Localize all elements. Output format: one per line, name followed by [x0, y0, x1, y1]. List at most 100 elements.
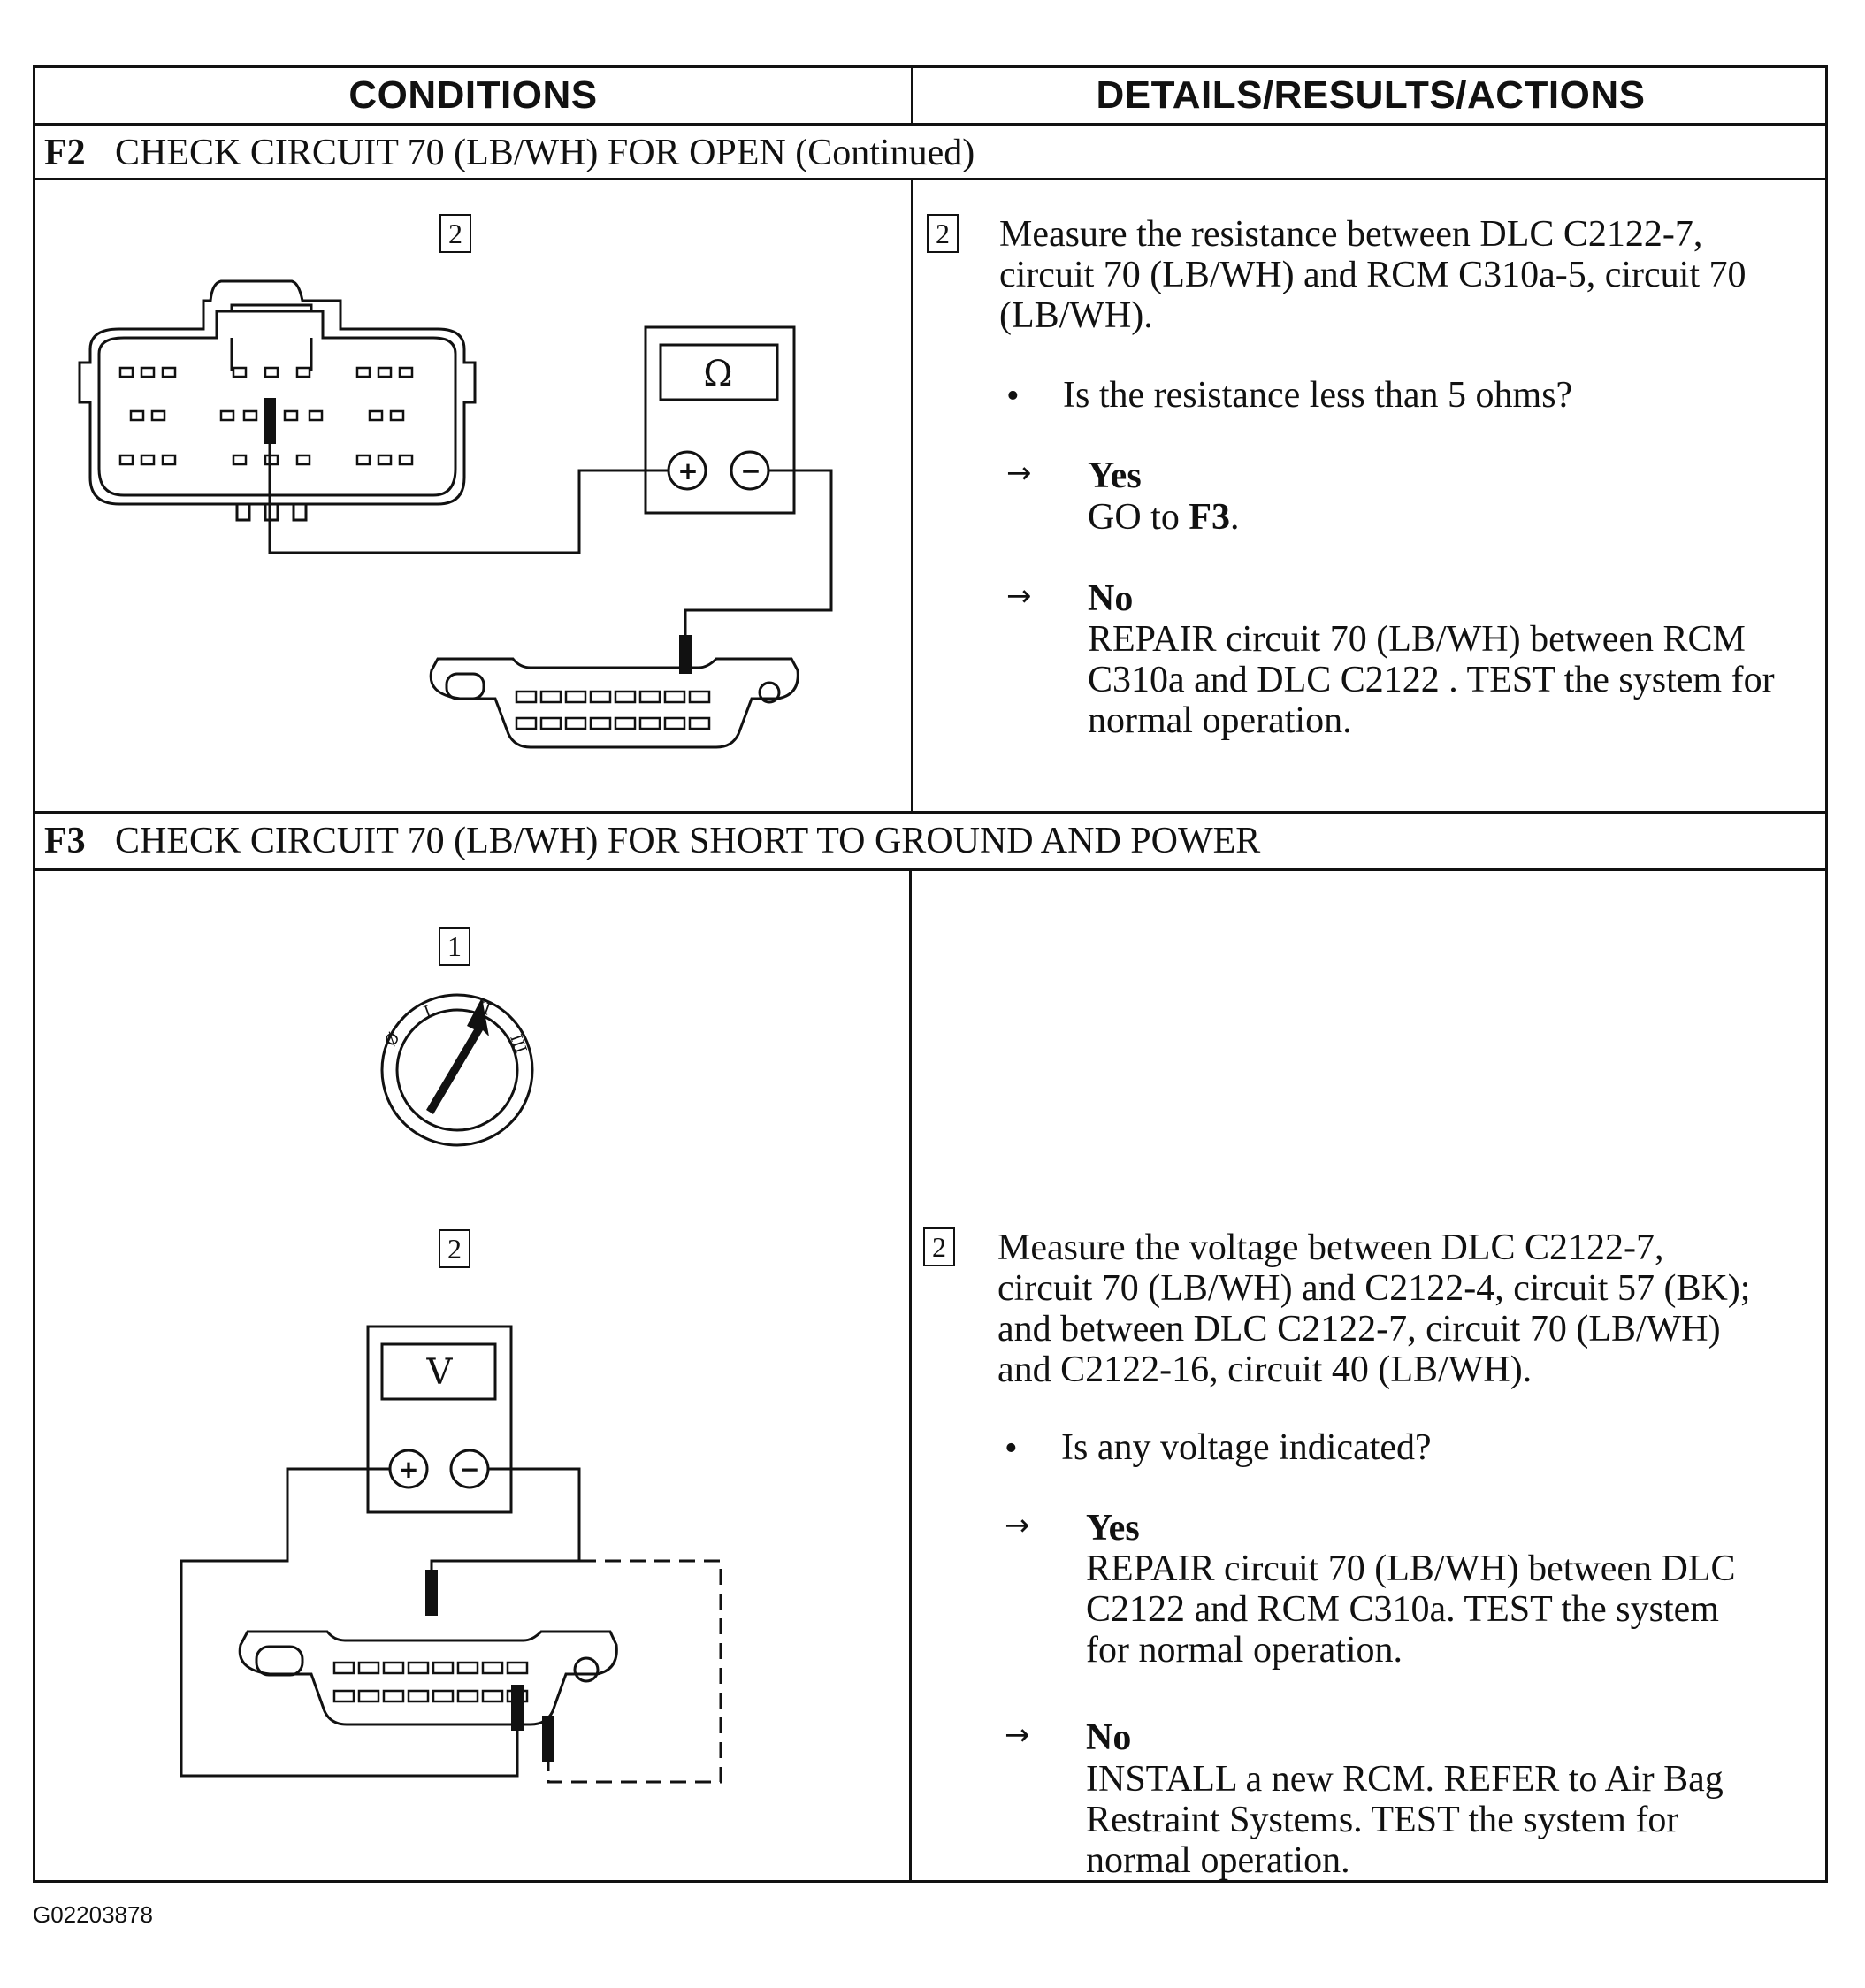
f2-yes-target-link[interactable]: F3: [1189, 497, 1230, 538]
f2-no-line: normal operation.: [1088, 700, 1352, 741]
figure-id: G02203878: [33, 1901, 153, 1928]
ignition-key-pointer: [426, 998, 489, 1114]
f3-instruction-line: and C2122-16, circuit 40 (LB/WH).: [997, 1350, 1533, 1390]
ohmmeter-symbol: Ω: [703, 354, 733, 394]
f2-yes-text-suffix: .: [1230, 497, 1240, 538]
f2-yes-label: Yes: [1088, 455, 1142, 496]
f3-no-line: Restraint Systems. TEST the system for: [1086, 1800, 1679, 1840]
f3-yes-arrow: →: [1005, 1508, 1030, 1543]
ohmmeter-minus-label: −: [740, 455, 761, 486]
f3-instruction: Measure the voltage between DLC C2122-7,…: [997, 1227, 1811, 1390]
f2-instruction-line: (LB/WH).: [999, 295, 1153, 336]
f3-yes-line: for normal operation.: [1086, 1630, 1403, 1671]
f2-yes-text: GO to F3.: [1088, 497, 1240, 538]
rcm-tab: [292, 502, 308, 522]
diagnostic-table: CONDITIONS DETAILS/RESULTS/ACTIONS F2 CH…: [33, 65, 1828, 1883]
f2-no-text: REPAIR circuit 70 (LB/WH) between RCM C3…: [1088, 619, 1822, 741]
rcm-tab: [235, 502, 251, 522]
f3-yes-label: Yes: [1086, 1508, 1140, 1548]
f3-yes-line: C2122 and RCM C310a. TEST the system: [1086, 1589, 1719, 1630]
wire-positive: [268, 398, 669, 554]
voltmeter-plus-label: +: [398, 1454, 419, 1484]
conditions-header: CONDITIONS: [348, 73, 598, 117]
voltmeter-display: [380, 1342, 497, 1401]
f2-step-box: 2: [927, 214, 959, 253]
f3-diagram-step1-box: 1: [439, 927, 470, 966]
probe-pin4: [542, 1716, 554, 1762]
f3-diagram-step2-box: 2: [439, 1229, 470, 1268]
f3-instruction-line: circuit 70 (LB/WH) and C2122-4, circuit …: [997, 1268, 1751, 1309]
f3-yes-text: REPAIR circuit 70 (LB/WH) between DLC C2…: [1086, 1548, 1820, 1671]
column-divider: [911, 68, 913, 123]
f3-section-header: F3 CHECK CIRCUIT 70 (LB/WH) FOR SHORT TO…: [35, 814, 1825, 868]
probe-rcm: [264, 398, 276, 444]
wire-negative-to-pin4-dashed: [432, 1559, 722, 1784]
f3-title: CHECK CIRCUIT 70 (LB/WH) FOR SHORT TO GR…: [115, 821, 1261, 861]
divider: [35, 178, 1825, 180]
f2-no-line: C310a and DLC C2122 . TEST the system fo…: [1088, 660, 1775, 700]
f3-yes-line: REPAIR circuit 70 (LB/WH) between DLC: [1086, 1548, 1736, 1589]
f2-no-line: REPAIR circuit 70 (LB/WH) between RCM: [1088, 619, 1746, 660]
dlc-mount-hole: [573, 1656, 600, 1683]
voltmeter-minus-label: −: [459, 1454, 480, 1484]
probe-pin7: [425, 1570, 438, 1616]
f3-id: F3: [44, 821, 86, 861]
dlc-pins: [515, 690, 711, 730]
dlc-mount-hole: [758, 681, 781, 704]
rcm-pins: [118, 366, 414, 466]
f2-section-header: F2 CHECK CIRCUIT 70 (LB/WH) FOR OPEN (Co…: [35, 126, 1825, 180]
f3-no-line: INSTALL a new RCM. REFER to Air Bag: [1086, 1759, 1724, 1800]
ohmmeter-display: [659, 343, 779, 401]
f3-no-label: No: [1086, 1717, 1132, 1758]
rcm-latch: [230, 338, 313, 371]
ignition-inner-ring: [395, 1008, 519, 1132]
ohmmeter-body: [644, 325, 796, 515]
dlc-connector-outline: [238, 1630, 618, 1726]
dlc-pins: [332, 1661, 529, 1703]
probe-dlc: [679, 635, 692, 674]
f2-yes-text-prefix: GO to: [1088, 497, 1189, 538]
ohmmeter-plus-label: +: [677, 455, 699, 486]
ignition-outer-ring: [380, 993, 534, 1147]
f3-no-line: normal operation.: [1086, 1840, 1350, 1881]
f3-instruction-line: and between DLC C2122-7, circuit 70 (LB/…: [997, 1309, 1721, 1350]
f2-no-label: No: [1088, 578, 1134, 619]
wire-positive-to-pin16: [180, 1467, 519, 1778]
f2-bullet: •: [1006, 376, 1020, 417]
voltmeter-symbol: V: [426, 1352, 453, 1393]
f2-no-arrow: →: [1006, 578, 1032, 614]
voltmeter-body: [366, 1325, 513, 1514]
f3-instruction-line: Measure the voltage between DLC C2122-7,: [997, 1227, 1664, 1268]
f2-instruction-line: Measure the resistance between DLC C2122…: [999, 214, 1703, 255]
details-header: DETAILS/RESULTS/ACTIONS: [1096, 73, 1646, 117]
divider: [35, 811, 1825, 814]
f2-title: CHECK CIRCUIT 70 (LB/WH) FOR OPEN (Conti…: [115, 133, 975, 173]
rcm-connector-inner: [97, 310, 457, 497]
column-divider: [909, 871, 912, 1880]
f2-question: Is the resistance less than 5 ohms?: [1063, 375, 1573, 416]
f2-id: F2: [44, 133, 86, 173]
rcm-tab: [264, 502, 279, 522]
rcm-connector-outline: [78, 279, 477, 506]
divider: [35, 123, 1825, 126]
f2-instruction-line: circuit 70 (LB/WH) and RCM C310a-5, circ…: [999, 255, 1747, 295]
wire-negative: [684, 469, 833, 635]
column-divider: [911, 180, 913, 811]
probe-pin16: [511, 1685, 524, 1731]
f2-diagram-step-box: 2: [439, 214, 471, 253]
f3-no-arrow: →: [1005, 1717, 1030, 1753]
f3-no-text: INSTALL a new RCM. REFER to Air Bag Rest…: [1086, 1759, 1820, 1881]
f2-instruction: Measure the resistance between DLC C2122…: [999, 214, 1795, 336]
f3-bullet: •: [1005, 1428, 1018, 1469]
divider: [35, 868, 1825, 871]
dlc-mount-slot: [255, 1645, 304, 1677]
f3-step-box: 2: [923, 1227, 955, 1266]
rcm-latch-top: [230, 303, 313, 311]
wire-negative-to-pin7: [430, 1467, 581, 1587]
dlc-mount-slot: [445, 672, 485, 700]
f2-yes-arrow: →: [1006, 455, 1032, 491]
f3-question: Is any voltage indicated?: [1061, 1427, 1432, 1468]
